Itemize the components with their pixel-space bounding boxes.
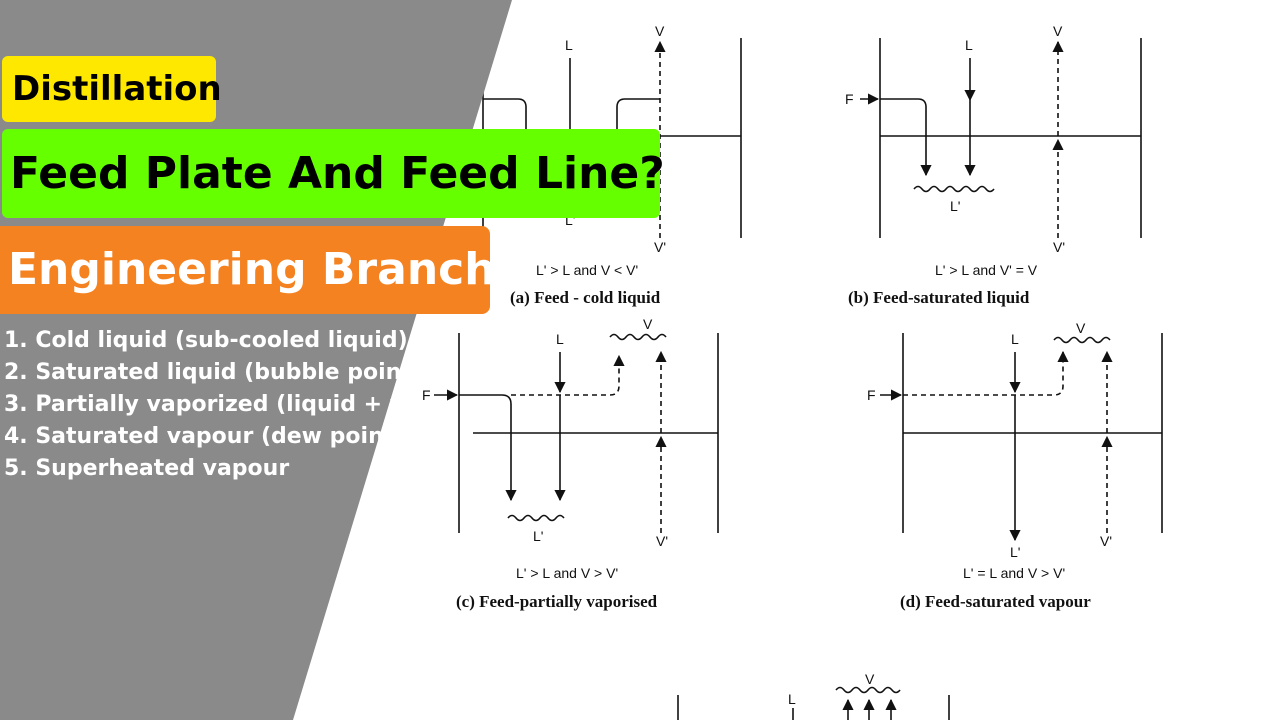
diagram-b-bottom-liquid-label: L' xyxy=(950,198,960,214)
diagram-c-lines xyxy=(434,333,719,533)
feed-condition-list: 1. Cold liquid (sub-cooled liquid) 2. Sa… xyxy=(4,325,424,495)
diagram-c-bottom-liquid-label: L' xyxy=(533,528,543,544)
page-title: Feed Plate And Feed Line? xyxy=(2,129,665,218)
diagram-d-top-vapour-label: V xyxy=(1076,320,1086,336)
diagram-d-bottom-liquid-label: L' xyxy=(1010,544,1020,560)
diagram-d-bottom-vapour-label: V' xyxy=(1100,533,1112,549)
diagram-b-top-vapour-label: V xyxy=(1053,23,1063,39)
diagram-e-top-vapour-label: V xyxy=(865,671,875,687)
diagram-c-relation: L' > L and V > V' xyxy=(516,565,618,581)
diagram-a-top-vapour-label: V xyxy=(655,23,665,39)
list-item: 2. Saturated liquid (bubble point) xyxy=(4,360,422,385)
list-item: 4. Saturated vapour (dew point) xyxy=(4,424,405,449)
list-item: 5. Superheated vapour xyxy=(4,456,290,481)
diagram-d-lines xyxy=(880,333,1163,542)
diagram-b-feed-label: F xyxy=(845,91,854,107)
diagram-a-relation: L' > L and V < V' xyxy=(536,262,638,278)
list-item: 3. Partially vaporized (liquid + vapour) xyxy=(4,392,424,417)
branch-banner: Engineering Branch xyxy=(0,226,496,314)
diagram-c-feed-label: F xyxy=(422,387,431,403)
distillation-tag: Distillation xyxy=(2,56,222,122)
diagram-a-caption: (a) Feed - cold liquid xyxy=(510,288,661,307)
diagram-b-relation: L' > L and V' = V xyxy=(935,262,1038,278)
diagram-c-bottom-vapour-label: V' xyxy=(656,533,668,549)
diagram-c-top-vapour-label: V xyxy=(643,316,653,332)
diagram-b-lines xyxy=(860,38,1142,238)
diagram-e-top-liquid-label: L xyxy=(788,691,796,707)
diagram-a-top-liquid-label: L xyxy=(565,37,573,53)
diagram-d-feed-label: F xyxy=(867,387,876,403)
diagram-a-bottom-liquid-label: L' xyxy=(565,212,575,228)
diagram-c-caption: (c) Feed-partially vaporised xyxy=(456,592,658,611)
diagram-d-relation: L' = L and V > V' xyxy=(963,565,1065,581)
diagram-d-caption: (d) Feed-saturated vapour xyxy=(900,592,1091,611)
diagram-a-bottom-vapour-label: V' xyxy=(654,239,666,255)
diagram-c-top-liquid-label: L xyxy=(556,331,564,347)
diagram-b-caption: (b) Feed-saturated liquid xyxy=(848,288,1030,307)
list-item: 1. Cold liquid (sub-cooled liquid) xyxy=(4,328,408,353)
diagram-d-top-liquid-label: L xyxy=(1011,331,1019,347)
diagram-b-bottom-vapour-label: V' xyxy=(1053,239,1065,255)
diagram-e-lines xyxy=(677,686,950,720)
diagram-b-top-liquid-label: L xyxy=(965,37,973,53)
